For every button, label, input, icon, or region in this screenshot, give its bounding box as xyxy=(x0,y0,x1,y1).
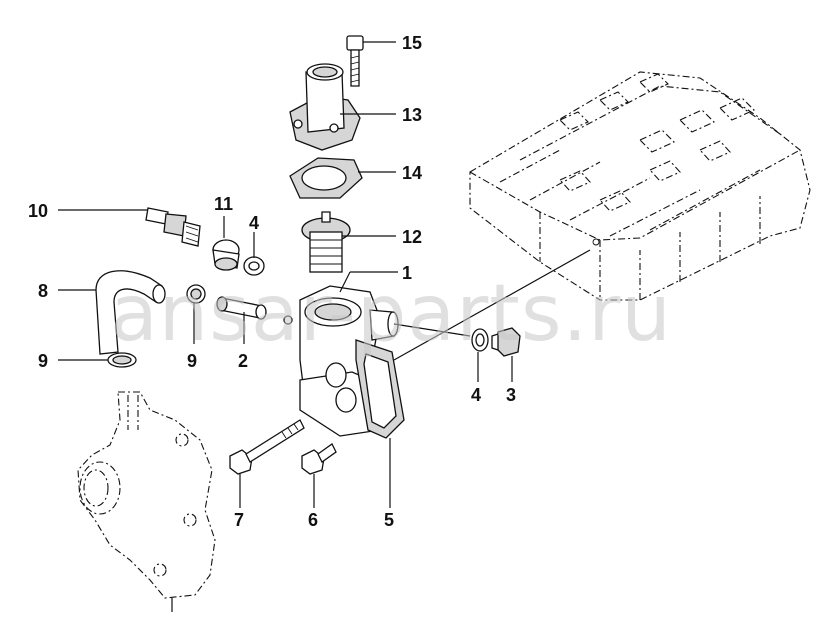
callout-14: 14 xyxy=(402,163,422,183)
thermostat-housing-1 xyxy=(283,285,399,437)
callout-10: 10 xyxy=(28,201,48,221)
callout-4-right: 4 xyxy=(471,385,481,405)
gasket-14 xyxy=(289,157,363,199)
bolt-6 xyxy=(301,443,337,475)
callout-5: 5 xyxy=(384,510,394,530)
bolt-15 xyxy=(346,35,364,87)
engine-block-outline xyxy=(469,71,811,301)
clamp-9-upper xyxy=(186,284,206,304)
watermark-text: ansar-parts.ru xyxy=(110,269,672,359)
callout-15: 15 xyxy=(402,33,422,53)
thermostat-cover-13 xyxy=(289,63,361,151)
callout-6: 6 xyxy=(308,510,318,530)
callout-4-left: 4 xyxy=(249,213,259,233)
plug-3 xyxy=(491,327,521,357)
callout-1: 1 xyxy=(402,263,412,283)
water-pump-outline xyxy=(77,391,216,612)
callout-8: 8 xyxy=(38,281,48,301)
callout-11: 11 xyxy=(214,194,233,214)
callout-12: 12 xyxy=(402,227,422,247)
hose-8 xyxy=(95,270,166,355)
leader-lines xyxy=(58,41,591,508)
callout-7: 7 xyxy=(234,510,244,530)
washer-4-right xyxy=(471,328,489,352)
callout-9-left: 9 xyxy=(38,351,48,371)
callout-2: 2 xyxy=(238,351,248,371)
pipe-2 xyxy=(216,296,267,320)
callout-3: 3 xyxy=(506,385,516,405)
nut-11 xyxy=(212,239,240,271)
callout-9-center: 9 xyxy=(187,351,197,371)
gasket-5 xyxy=(355,339,405,439)
callout-13: 13 xyxy=(402,105,422,125)
bolt-7 xyxy=(229,419,305,475)
temperature-sender-10 xyxy=(145,207,201,247)
thermostat-12 xyxy=(301,211,351,273)
